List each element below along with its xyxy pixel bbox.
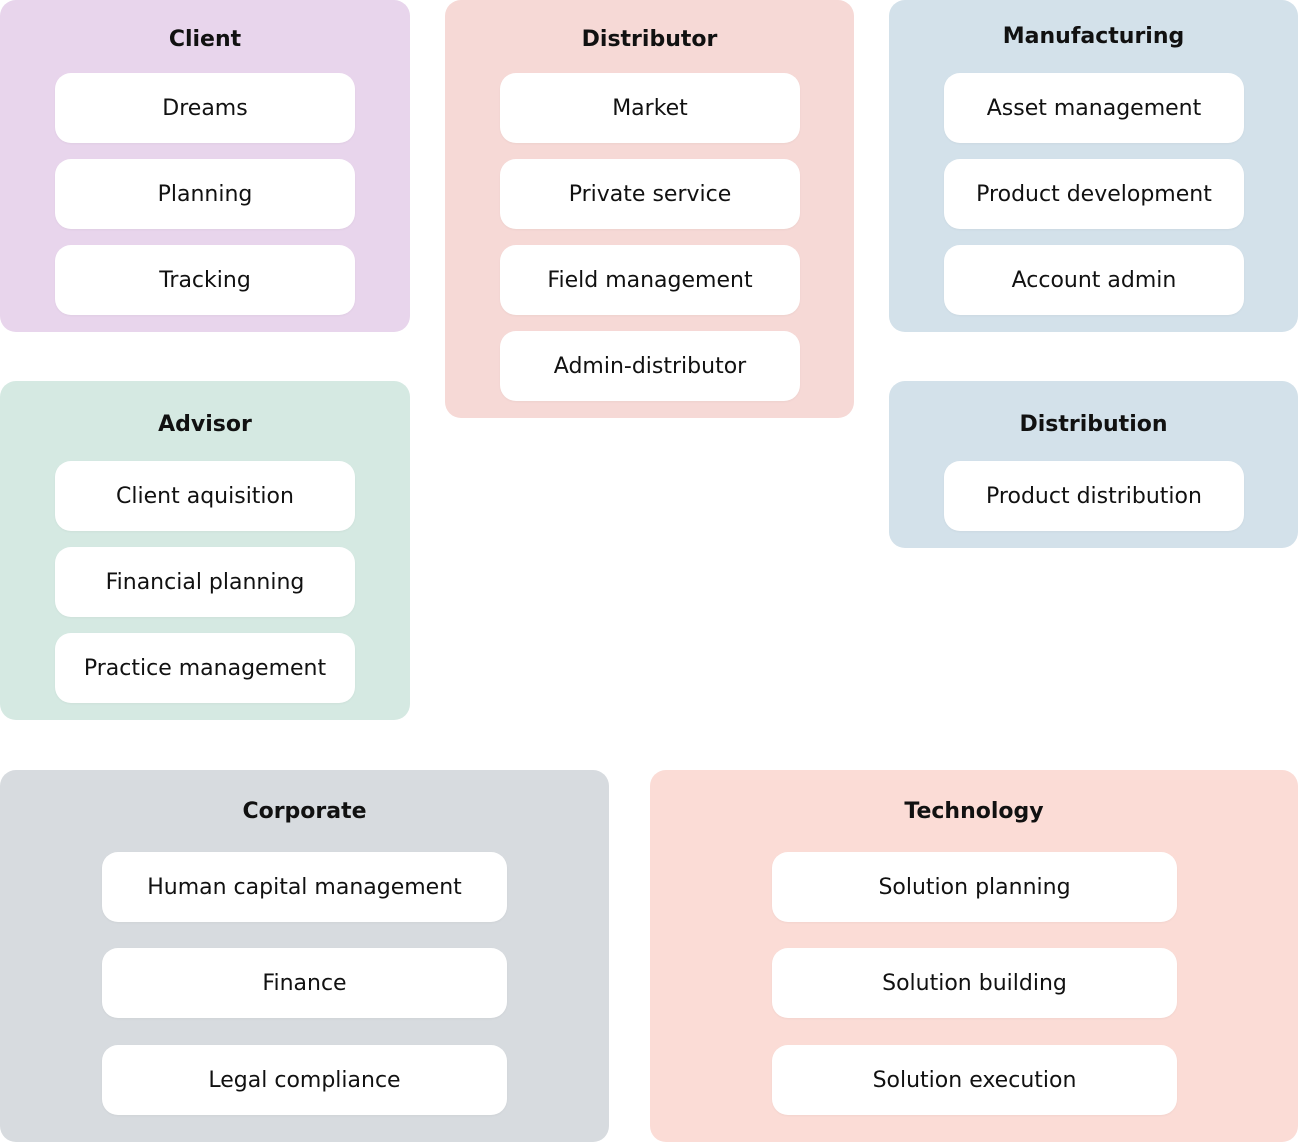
group-advisor: Advisor Client aquisition Financial plan… bbox=[0, 381, 410, 720]
group-title-technology: Technology bbox=[904, 799, 1044, 824]
group-manufacturing: Manufacturing Asset management Product d… bbox=[889, 0, 1298, 332]
item-finance[interactable]: Finance bbox=[102, 948, 507, 1018]
item-solution-planning[interactable]: Solution planning bbox=[772, 852, 1177, 922]
group-title-advisor: Advisor bbox=[158, 412, 252, 437]
item-admin-distributor[interactable]: Admin-distributor bbox=[500, 331, 800, 401]
group-title-client: Client bbox=[168, 27, 242, 52]
item-practice-management[interactable]: Practice management bbox=[55, 633, 355, 703]
item-planning[interactable]: Planning bbox=[55, 159, 355, 229]
item-dreams[interactable]: Dreams bbox=[55, 73, 355, 143]
item-product-development[interactable]: Product development bbox=[944, 159, 1244, 229]
item-solution-building[interactable]: Solution building bbox=[772, 948, 1177, 1018]
item-solution-execution[interactable]: Solution execution bbox=[772, 1045, 1177, 1115]
item-human-capital-management[interactable]: Human capital management bbox=[102, 852, 507, 922]
group-title-distribution: Distribution bbox=[1019, 412, 1168, 437]
group-title-manufacturing: Manufacturing bbox=[1002, 24, 1185, 49]
group-title-corporate: Corporate bbox=[242, 799, 367, 824]
item-asset-management[interactable]: Asset management bbox=[944, 73, 1244, 143]
item-market[interactable]: Market bbox=[500, 73, 800, 143]
item-product-distribution[interactable]: Product distribution bbox=[944, 461, 1244, 531]
group-technology: Technology Solution planning Solution bu… bbox=[650, 770, 1298, 1142]
item-field-management[interactable]: Field management bbox=[500, 245, 800, 315]
item-client-aquisition[interactable]: Client aquisition bbox=[55, 461, 355, 531]
item-private-service[interactable]: Private service bbox=[500, 159, 800, 229]
group-distribution: Distribution Product distribution bbox=[889, 381, 1298, 548]
group-distributor: Distributor Market Private service Field… bbox=[445, 0, 854, 418]
group-client: Client Dreams Planning Tracking bbox=[0, 0, 410, 332]
item-legal-compliance[interactable]: Legal compliance bbox=[102, 1045, 507, 1115]
item-tracking[interactable]: Tracking bbox=[55, 245, 355, 315]
group-corporate: Corporate Human capital management Finan… bbox=[0, 770, 609, 1142]
item-account-admin[interactable]: Account admin bbox=[944, 245, 1244, 315]
group-title-distributor: Distributor bbox=[581, 27, 718, 52]
item-financial-planning[interactable]: Financial planning bbox=[55, 547, 355, 617]
